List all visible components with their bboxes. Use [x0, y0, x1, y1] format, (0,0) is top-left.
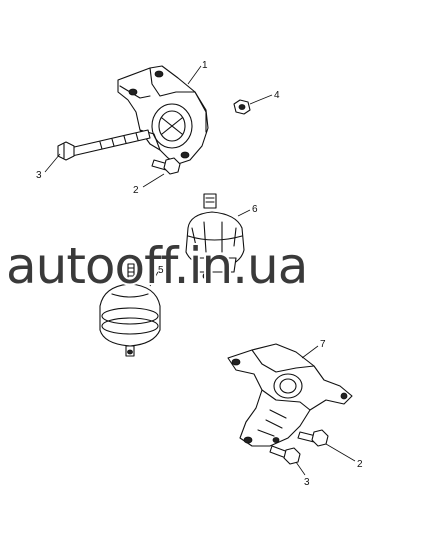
short-bolt-upper	[151, 157, 181, 175]
callout-5: 5	[158, 265, 164, 276]
hydraulic-mount-upper	[185, 193, 245, 280]
short-bolt-lower-left	[269, 445, 301, 465]
nut	[233, 99, 251, 115]
callout-3-lower: 3	[304, 477, 310, 488]
leader-lines	[44, 65, 356, 476]
rubber-mount-lower	[99, 263, 161, 357]
long-through-bolt	[57, 129, 151, 161]
short-bolt-lower-right	[297, 429, 329, 447]
callout-1: 1	[202, 60, 208, 71]
callout-2-lower: 2	[357, 459, 363, 470]
callout-4: 4	[274, 90, 280, 101]
callout-2-upper: 2	[133, 185, 139, 196]
callout-6: 6	[252, 204, 258, 215]
engine-mount-bracket	[117, 65, 209, 165]
watermark-text: autooff.in.ua	[6, 237, 307, 295]
callout-3-upper: 3	[36, 170, 42, 181]
transmission-mount-bracket	[227, 343, 353, 447]
callout-7: 7	[320, 339, 326, 350]
